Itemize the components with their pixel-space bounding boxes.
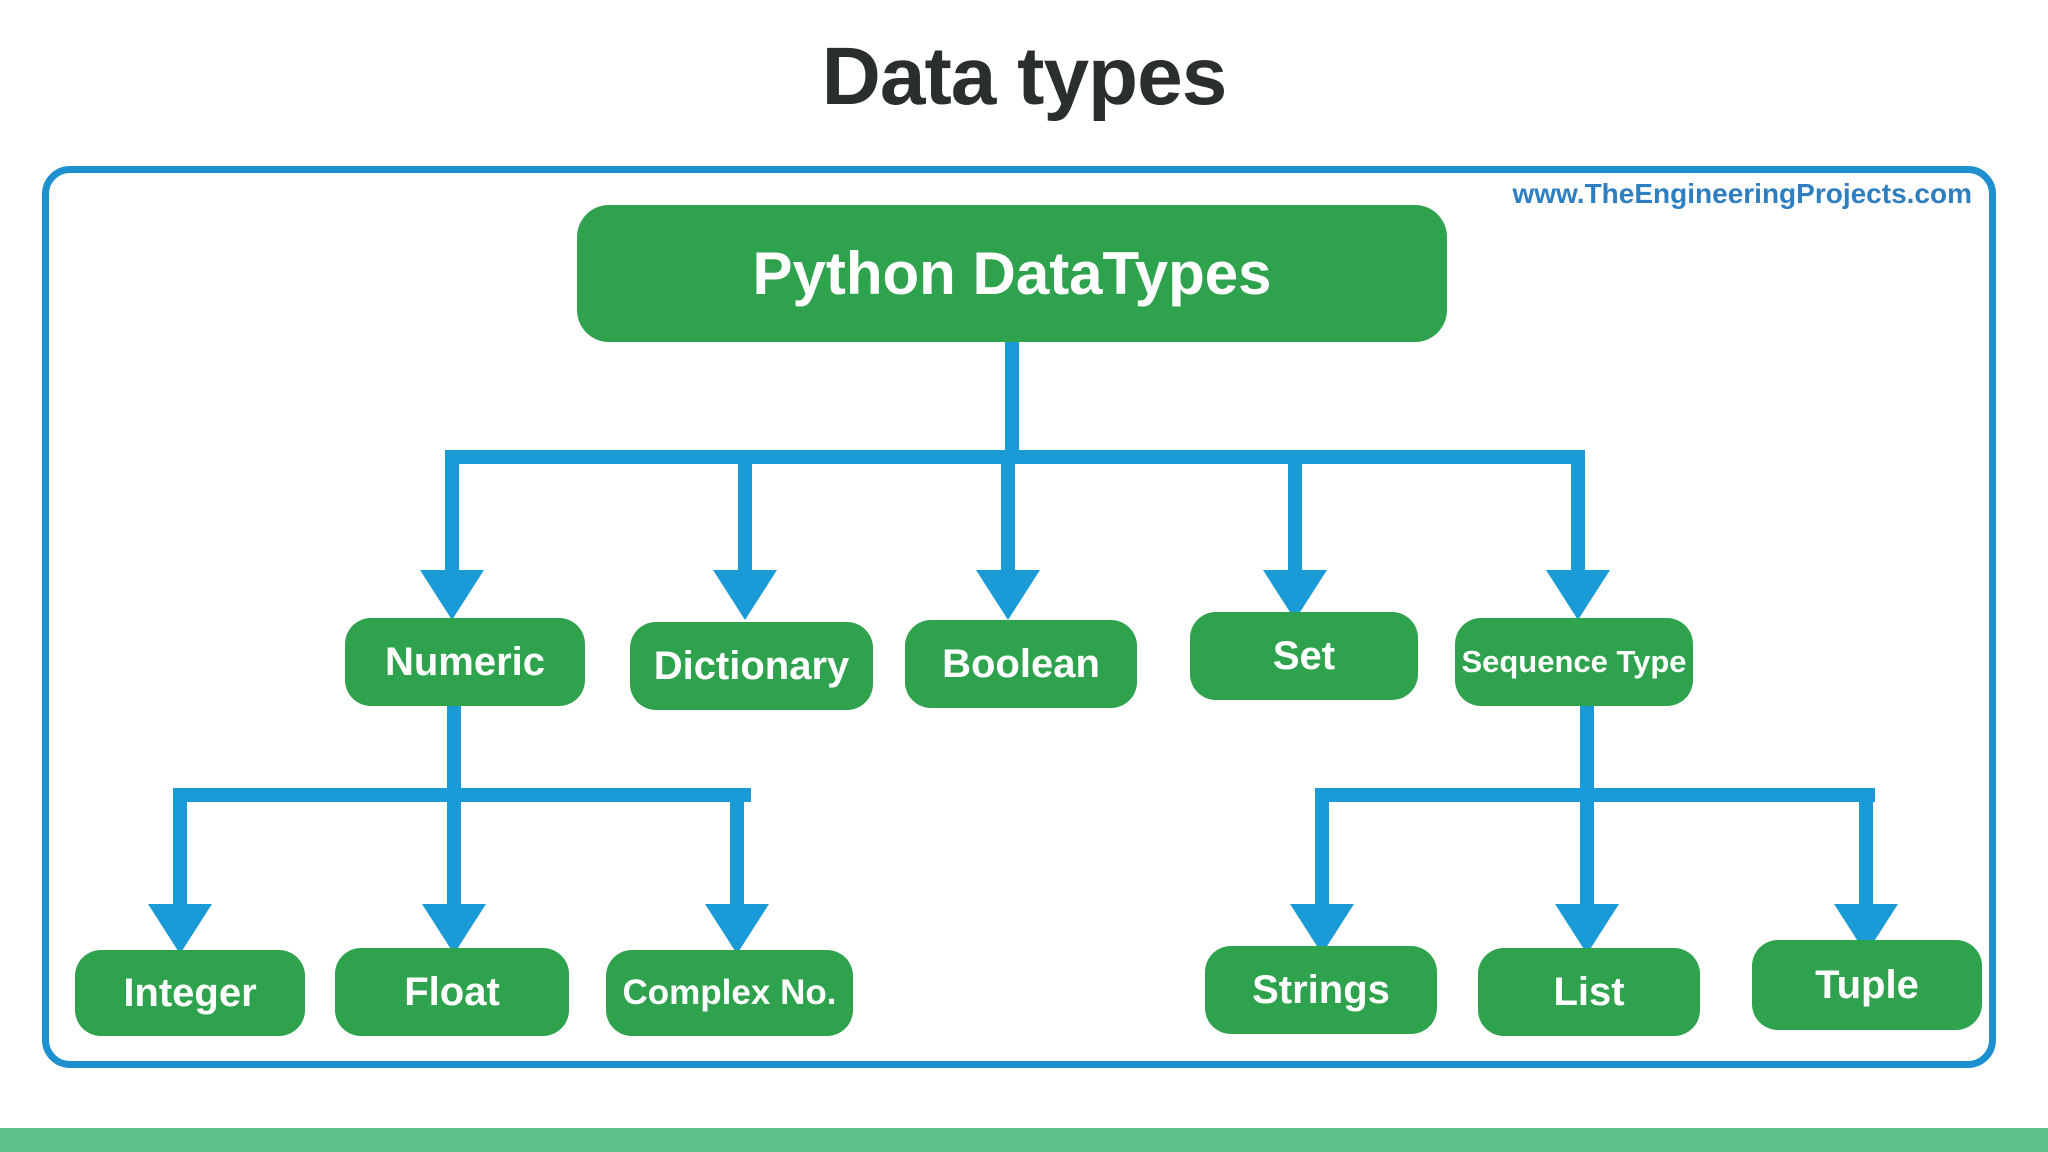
arrow-down-icon bbox=[420, 570, 484, 620]
node-dictionary: Dictionary bbox=[630, 622, 873, 710]
connector-drop-dictionary bbox=[738, 458, 752, 574]
arrow-down-icon bbox=[1263, 570, 1327, 620]
page-title: Data types bbox=[821, 31, 1228, 122]
node-boolean: Boolean bbox=[905, 620, 1137, 708]
arrow-down-icon bbox=[422, 904, 486, 954]
arrow-down-icon bbox=[1290, 904, 1354, 954]
connector-drop-complex bbox=[730, 796, 744, 906]
arrow-down-icon bbox=[705, 904, 769, 954]
connector-drop-tuple bbox=[1859, 796, 1873, 906]
connector-drop-sequence bbox=[1571, 458, 1585, 574]
node-python-datatypes: Python DataTypes bbox=[577, 205, 1447, 342]
node-list: List bbox=[1478, 948, 1700, 1036]
arrow-down-icon bbox=[148, 904, 212, 954]
connector-drop-float bbox=[447, 796, 461, 906]
connector-drop-numeric bbox=[445, 458, 459, 574]
connector-numeric-bar bbox=[173, 788, 751, 802]
connector-root-drop bbox=[1005, 340, 1019, 460]
diagram-panel bbox=[42, 166, 1996, 1068]
arrow-down-icon bbox=[1546, 570, 1610, 620]
connector-sequence-bar bbox=[1315, 788, 1875, 802]
node-complex-no: Complex No. bbox=[606, 950, 853, 1036]
node-sequence-type: Sequence Type bbox=[1455, 618, 1693, 706]
node-numeric: Numeric bbox=[345, 618, 585, 706]
arrow-down-icon bbox=[976, 570, 1040, 620]
connector-numeric-drop bbox=[447, 704, 461, 796]
connector-drop-set bbox=[1288, 458, 1302, 574]
connector-drop-strings bbox=[1315, 796, 1329, 906]
connector-drop-integer bbox=[173, 796, 187, 906]
arrow-down-icon bbox=[1555, 904, 1619, 954]
connector-drop-list bbox=[1580, 796, 1594, 906]
connector-drop-boolean bbox=[1001, 458, 1015, 574]
node-float: Float bbox=[335, 948, 569, 1036]
watermark-url: www.TheEngineeringProjects.com bbox=[1512, 178, 1973, 209]
node-integer: Integer bbox=[75, 950, 305, 1036]
connector-main-bar bbox=[445, 450, 1585, 464]
arrow-down-icon bbox=[713, 570, 777, 620]
node-tuple: Tuple bbox=[1752, 940, 1982, 1030]
node-set: Set bbox=[1190, 612, 1418, 700]
node-strings: Strings bbox=[1205, 946, 1437, 1034]
connector-sequence-drop bbox=[1580, 704, 1594, 796]
footer-accent-bar bbox=[0, 1128, 2048, 1152]
